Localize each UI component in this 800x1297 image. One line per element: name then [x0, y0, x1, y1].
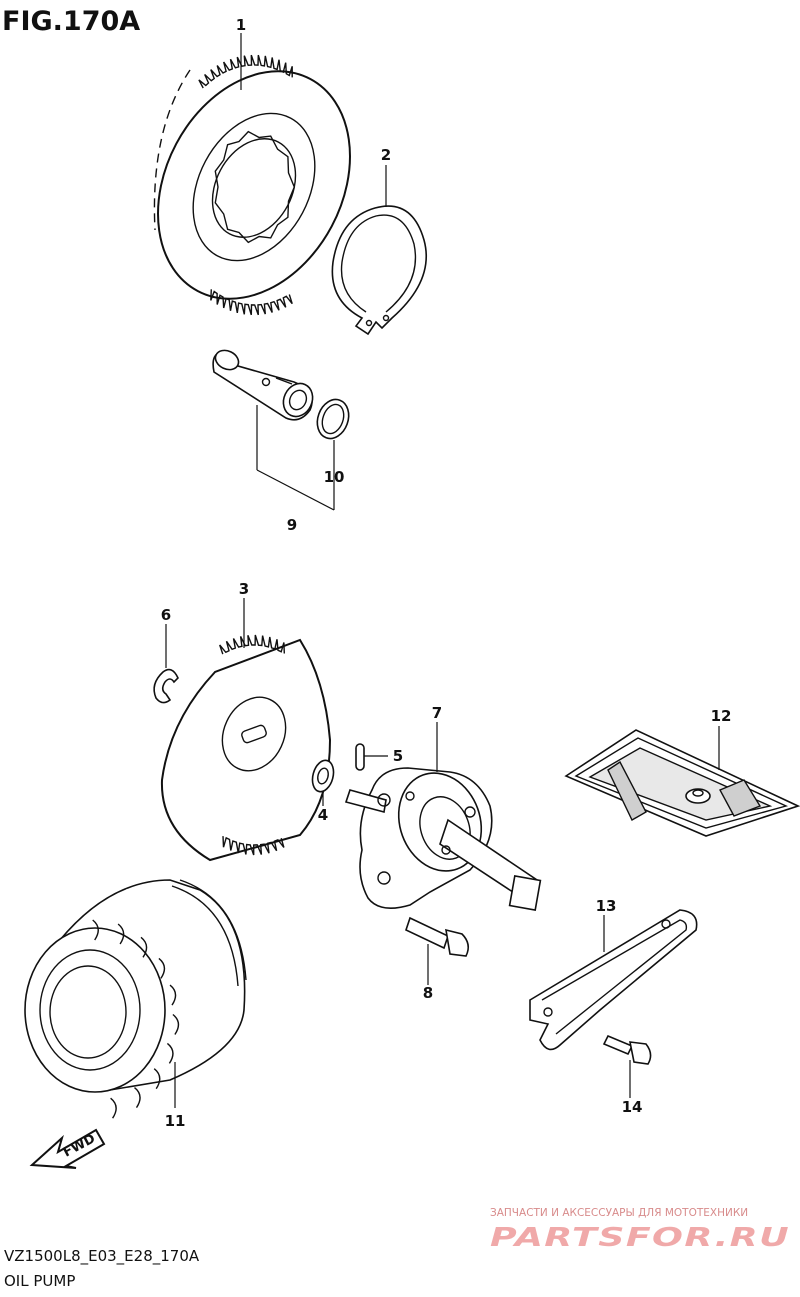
callout-14: 14 — [622, 1098, 643, 1116]
figure-code: VZ1500L8_E03_E28_170A — [4, 1247, 200, 1266]
part-13-bracket — [529, 909, 698, 1051]
part-10-o-ring — [316, 398, 350, 440]
callout-3: 3 — [239, 580, 249, 598]
callout-13: 13 — [596, 897, 617, 915]
callout-4: 4 — [318, 806, 328, 824]
part-7-oil-pump — [344, 767, 542, 911]
callout-1: 1 — [236, 16, 246, 34]
callout-12: 12 — [711, 707, 732, 725]
callout-7: 7 — [432, 704, 442, 722]
callout-5: 5 — [393, 747, 403, 765]
watermark-brand: PARTSFOR.RU — [490, 1223, 790, 1253]
figure-title: FIG.170A — [2, 6, 140, 37]
callout-6: 6 — [161, 606, 171, 624]
part-4-washer — [311, 759, 335, 793]
figure-name: OIL PUMP — [4, 1272, 75, 1290]
callout-10: 10 — [324, 468, 345, 486]
callout-labels: 1 2 3 4 5 6 7 8 9 10 11 12 13 14 — [161, 16, 732, 1130]
watermark: ЗАПЧАСТИ И АКСЕССУАРЫ ДЛЯ МОТОТЕХНИКИ PA… — [490, 1207, 790, 1253]
forward-arrow-icon: FWD — [29, 1128, 106, 1169]
part-1-driven-gear — [153, 54, 351, 316]
callout-8: 8 — [423, 984, 433, 1002]
part-9-shaft — [212, 349, 314, 421]
part-11-oil-filter — [24, 879, 247, 1119]
part-5-pin — [355, 743, 365, 771]
part-8-bolt — [405, 916, 470, 957]
part-14-bolt — [602, 1034, 652, 1065]
leader-9b — [256, 469, 335, 511]
watermark-caption: ЗАПЧАСТИ И АКСЕССУАРЫ ДЛЯ МОТОТЕХНИКИ — [490, 1207, 748, 1219]
callout-9: 9 — [287, 516, 297, 534]
part-12-oil-strainer — [564, 729, 800, 837]
part-3-drive-gear — [160, 634, 332, 862]
callout-2: 2 — [381, 146, 391, 164]
part-2-circlip — [331, 205, 428, 336]
part-6-snap-ring — [153, 668, 179, 704]
callout-11: 11 — [165, 1112, 186, 1130]
